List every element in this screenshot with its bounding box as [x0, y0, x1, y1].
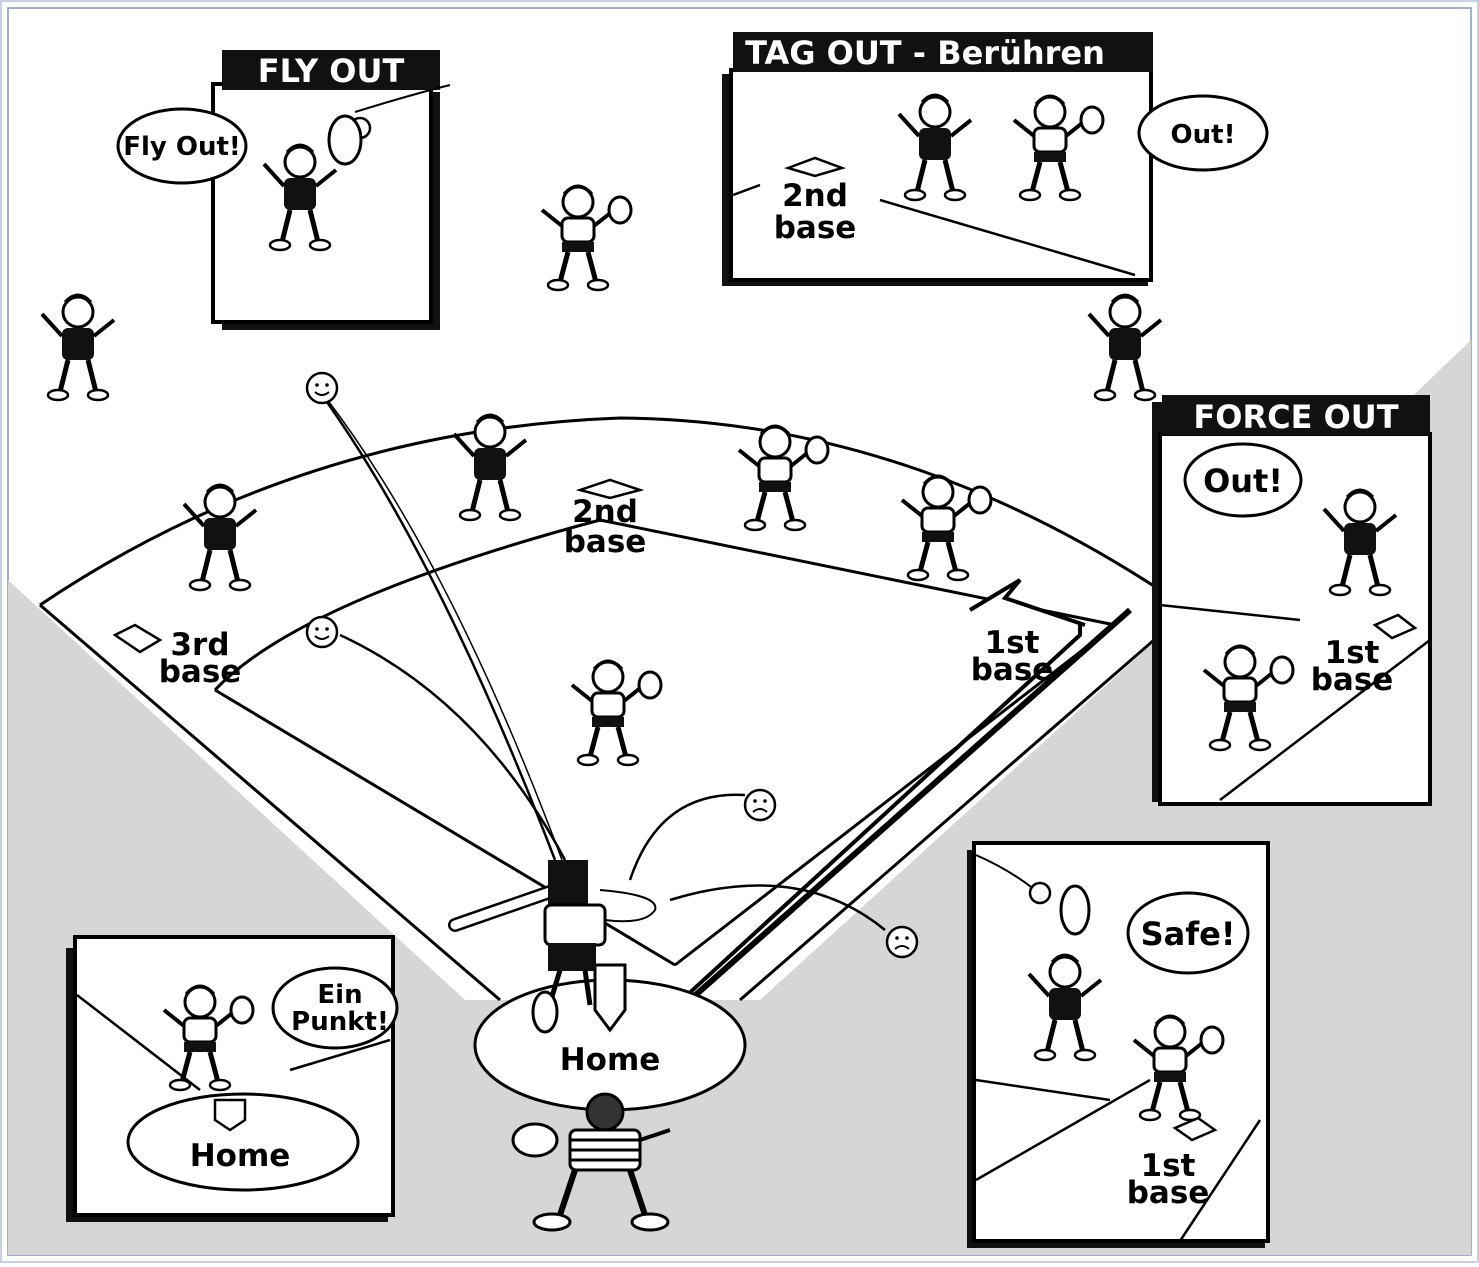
batter-figure — [448, 860, 657, 1034]
run-arrow-icon — [658, 625, 1082, 1022]
frown-ball-icon — [743, 788, 777, 822]
force-out-title: FORCE OUT — [1193, 398, 1398, 436]
line-drive-trajectory — [339, 633, 567, 861]
home-label: Home — [560, 1042, 661, 1078]
safe-panel: Safe! 1st base — [967, 841, 1270, 1248]
frown-ball-icon — [885, 925, 919, 959]
glove-icon — [1059, 884, 1091, 936]
catcher-figure — [511, 1092, 671, 1232]
tag-out-base-label-1: 2nd — [782, 178, 848, 214]
speech-bubble — [1137, 94, 1269, 172]
smiley-ball-icon — [305, 615, 339, 649]
run-arrow-head — [968, 578, 1086, 627]
glove-icon — [327, 114, 363, 166]
speech-bubble — [271, 966, 399, 1050]
fly-out-panel: FLY OUT Fly Out! — [116, 50, 451, 330]
force-out-speech: Out! — [1203, 462, 1283, 500]
fly-ball-trajectory — [320, 394, 557, 861]
first-base-line — [739, 598, 1201, 1002]
fly-out-title-bar — [222, 50, 440, 90]
force-out-base-label-2: base — [1311, 662, 1394, 698]
speech-bubble — [1183, 442, 1303, 518]
force-out-title-bar — [1162, 395, 1430, 435]
speech-bubble — [116, 107, 248, 185]
safe-base-label-2: base — [1127, 1175, 1210, 1211]
run-scored-panel: Home Ein Punkt! — [66, 935, 399, 1222]
fly-out-title: FLY OUT — [258, 52, 405, 90]
tag-out-title-bar — [733, 32, 1153, 72]
fly-out-speech: Fly Out! — [123, 132, 241, 162]
base-path-line — [688, 607, 1132, 1003]
third-base-bag — [112, 623, 163, 654]
second-base-bag — [784, 156, 846, 178]
foul-ball-trajectory-2 — [669, 884, 886, 931]
run-scored-home-label: Home — [190, 1138, 291, 1174]
speech-bubble — [1126, 891, 1250, 975]
foul-ball-trajectory — [628, 793, 746, 881]
force-out-base-label-1: 1st — [1325, 635, 1380, 671]
tag-out-base-label-2: base — [774, 210, 857, 246]
tag-out-title: TAG OUT - Berühren — [745, 34, 1105, 72]
safe-base-label-1: 1st — [1141, 1148, 1196, 1184]
home-plate-icon — [213, 1098, 247, 1132]
third-base-line — [39, 603, 501, 1002]
tag-out-speech: Out! — [1171, 120, 1236, 150]
second-base-bag — [575, 478, 645, 500]
second-base-label-1: 2nd — [572, 494, 638, 530]
tag-out-panel: TAG OUT - Berühren 2nd base Out! — [722, 32, 1269, 286]
run-scored-speech-1: Ein — [317, 980, 362, 1010]
ball-icon — [1028, 881, 1052, 905]
third-base-label-1: 3rd — [170, 627, 229, 663]
force-out-panel: FORCE OUT Out! 1st base — [1152, 395, 1432, 806]
smiley-ball-icon — [305, 371, 339, 405]
first-base-bag — [1372, 613, 1418, 640]
first-base-label-2: base — [971, 652, 1054, 688]
second-base-label-2: base — [564, 524, 647, 560]
third-base-label-2: base — [159, 654, 242, 690]
run-scored-speech-2: Punkt! — [291, 1007, 389, 1037]
safe-speech: Safe! — [1141, 915, 1236, 953]
first-base-label-1: 1st — [985, 625, 1040, 661]
first-base-bag — [1172, 1116, 1218, 1142]
home-plate-circle — [126, 1092, 360, 1192]
home-arrow-icon — [593, 963, 627, 1033]
